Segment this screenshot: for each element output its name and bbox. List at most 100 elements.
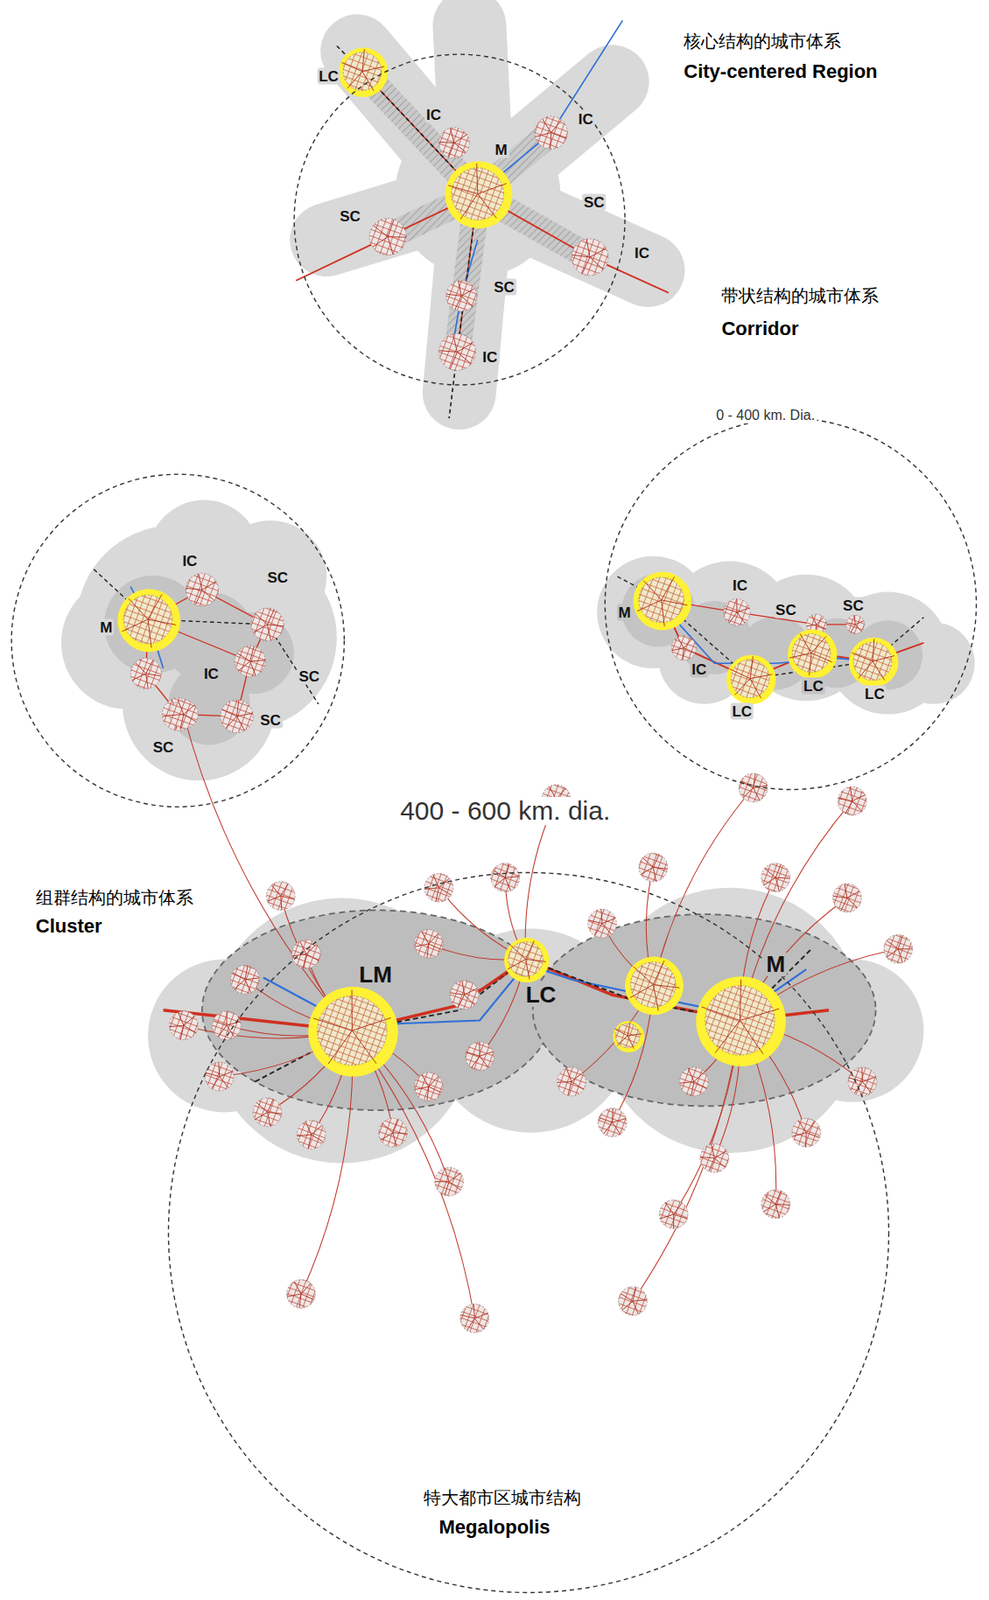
town-road [185, 588, 203, 590]
town-road [535, 133, 552, 138]
town-road [775, 1204, 779, 1219]
town-area [169, 700, 199, 730]
town-road [414, 944, 429, 947]
town-road [511, 946, 527, 961]
town-road [897, 948, 912, 950]
town-area [438, 127, 470, 159]
urban-core [612, 1021, 645, 1053]
heading-chinese: 特大都市区城市结构 [423, 1486, 582, 1510]
town-area [490, 863, 520, 893]
town-symbol [883, 934, 913, 964]
town-road [811, 636, 827, 653]
town-road [701, 1007, 740, 1021]
town-area [413, 1073, 443, 1102]
town-area [883, 934, 913, 964]
town-road [594, 924, 603, 937]
town-area [853, 642, 892, 681]
city-rank-label: SC [491, 278, 517, 295]
heading-english: City-centered Region [683, 60, 877, 84]
town-road [809, 653, 812, 677]
town-road [851, 652, 873, 662]
town-road [180, 715, 184, 730]
town-road [478, 1042, 480, 1057]
town-road [267, 896, 281, 902]
town-symbol [438, 333, 476, 371]
city-rank-label: SC [841, 596, 866, 614]
town-symbol [848, 1067, 877, 1097]
town-road [724, 608, 737, 613]
town-road [691, 1081, 695, 1096]
city-rank-label: IC [576, 111, 596, 128]
town-symbol [292, 939, 322, 969]
town-road [226, 1022, 241, 1027]
city-rank-label: IC [202, 665, 221, 682]
town-road [659, 1214, 674, 1220]
town-road [250, 646, 254, 662]
town-road [571, 254, 590, 258]
town-road [632, 1301, 639, 1315]
town-road [392, 1133, 397, 1148]
town-symbol [787, 629, 837, 679]
town-road [700, 1157, 715, 1158]
town-road [448, 142, 455, 157]
town-road [852, 795, 866, 802]
town-road [438, 141, 454, 144]
town-symbol [231, 965, 260, 995]
town-area [638, 853, 668, 883]
town-road [225, 716, 238, 730]
city-rank-label: SC [151, 738, 176, 756]
town-symbol [169, 700, 199, 730]
town-symbol [792, 1118, 821, 1148]
town-road [806, 1122, 815, 1134]
town-road [306, 944, 317, 954]
town-road [146, 673, 148, 689]
town-road [861, 1067, 863, 1082]
scale-note: 0 - 400 km. Dia. [714, 407, 817, 424]
town-road [132, 673, 147, 681]
town-area [761, 863, 791, 893]
town-road [449, 993, 464, 996]
town-symbol [638, 853, 668, 883]
town-road [775, 877, 790, 880]
town-road [135, 662, 147, 674]
town-road [428, 1076, 439, 1088]
town-road [630, 985, 653, 999]
town-symbol [117, 589, 181, 653]
town-symbol [185, 574, 218, 607]
town-road [428, 1087, 442, 1094]
town-road [225, 1011, 227, 1026]
town-road [872, 661, 885, 681]
region-blob [326, 25, 648, 393]
town-road [267, 1112, 271, 1127]
town-area [638, 577, 685, 624]
town-symbol [571, 238, 609, 276]
town-road [897, 949, 903, 964]
town-symbol [287, 1280, 316, 1310]
town-symbol [449, 981, 479, 1011]
town-road [202, 589, 215, 601]
town-symbol [761, 1190, 791, 1220]
town-road [615, 1029, 628, 1037]
city-rank-label: SC [258, 712, 283, 730]
town-road [715, 1020, 740, 1053]
town-road [673, 1203, 683, 1215]
heading-english: Corridor [721, 317, 799, 341]
town-road [805, 1133, 807, 1148]
town-road [238, 661, 250, 672]
town-road [301, 1283, 311, 1295]
town-road [680, 1081, 695, 1084]
road-line [351, 1031, 475, 1319]
town-road [661, 600, 666, 627]
town-road [886, 949, 898, 959]
town-road [743, 788, 754, 800]
dashed-circle [605, 418, 977, 790]
town-road [222, 709, 238, 717]
town-road [850, 624, 856, 633]
town-area [508, 942, 544, 978]
town-area [130, 658, 162, 689]
urban-core [117, 589, 181, 653]
town-road [205, 1073, 220, 1077]
town-symbol [680, 1067, 709, 1097]
city-rank-label: IC [730, 577, 750, 595]
town-road [255, 613, 268, 625]
